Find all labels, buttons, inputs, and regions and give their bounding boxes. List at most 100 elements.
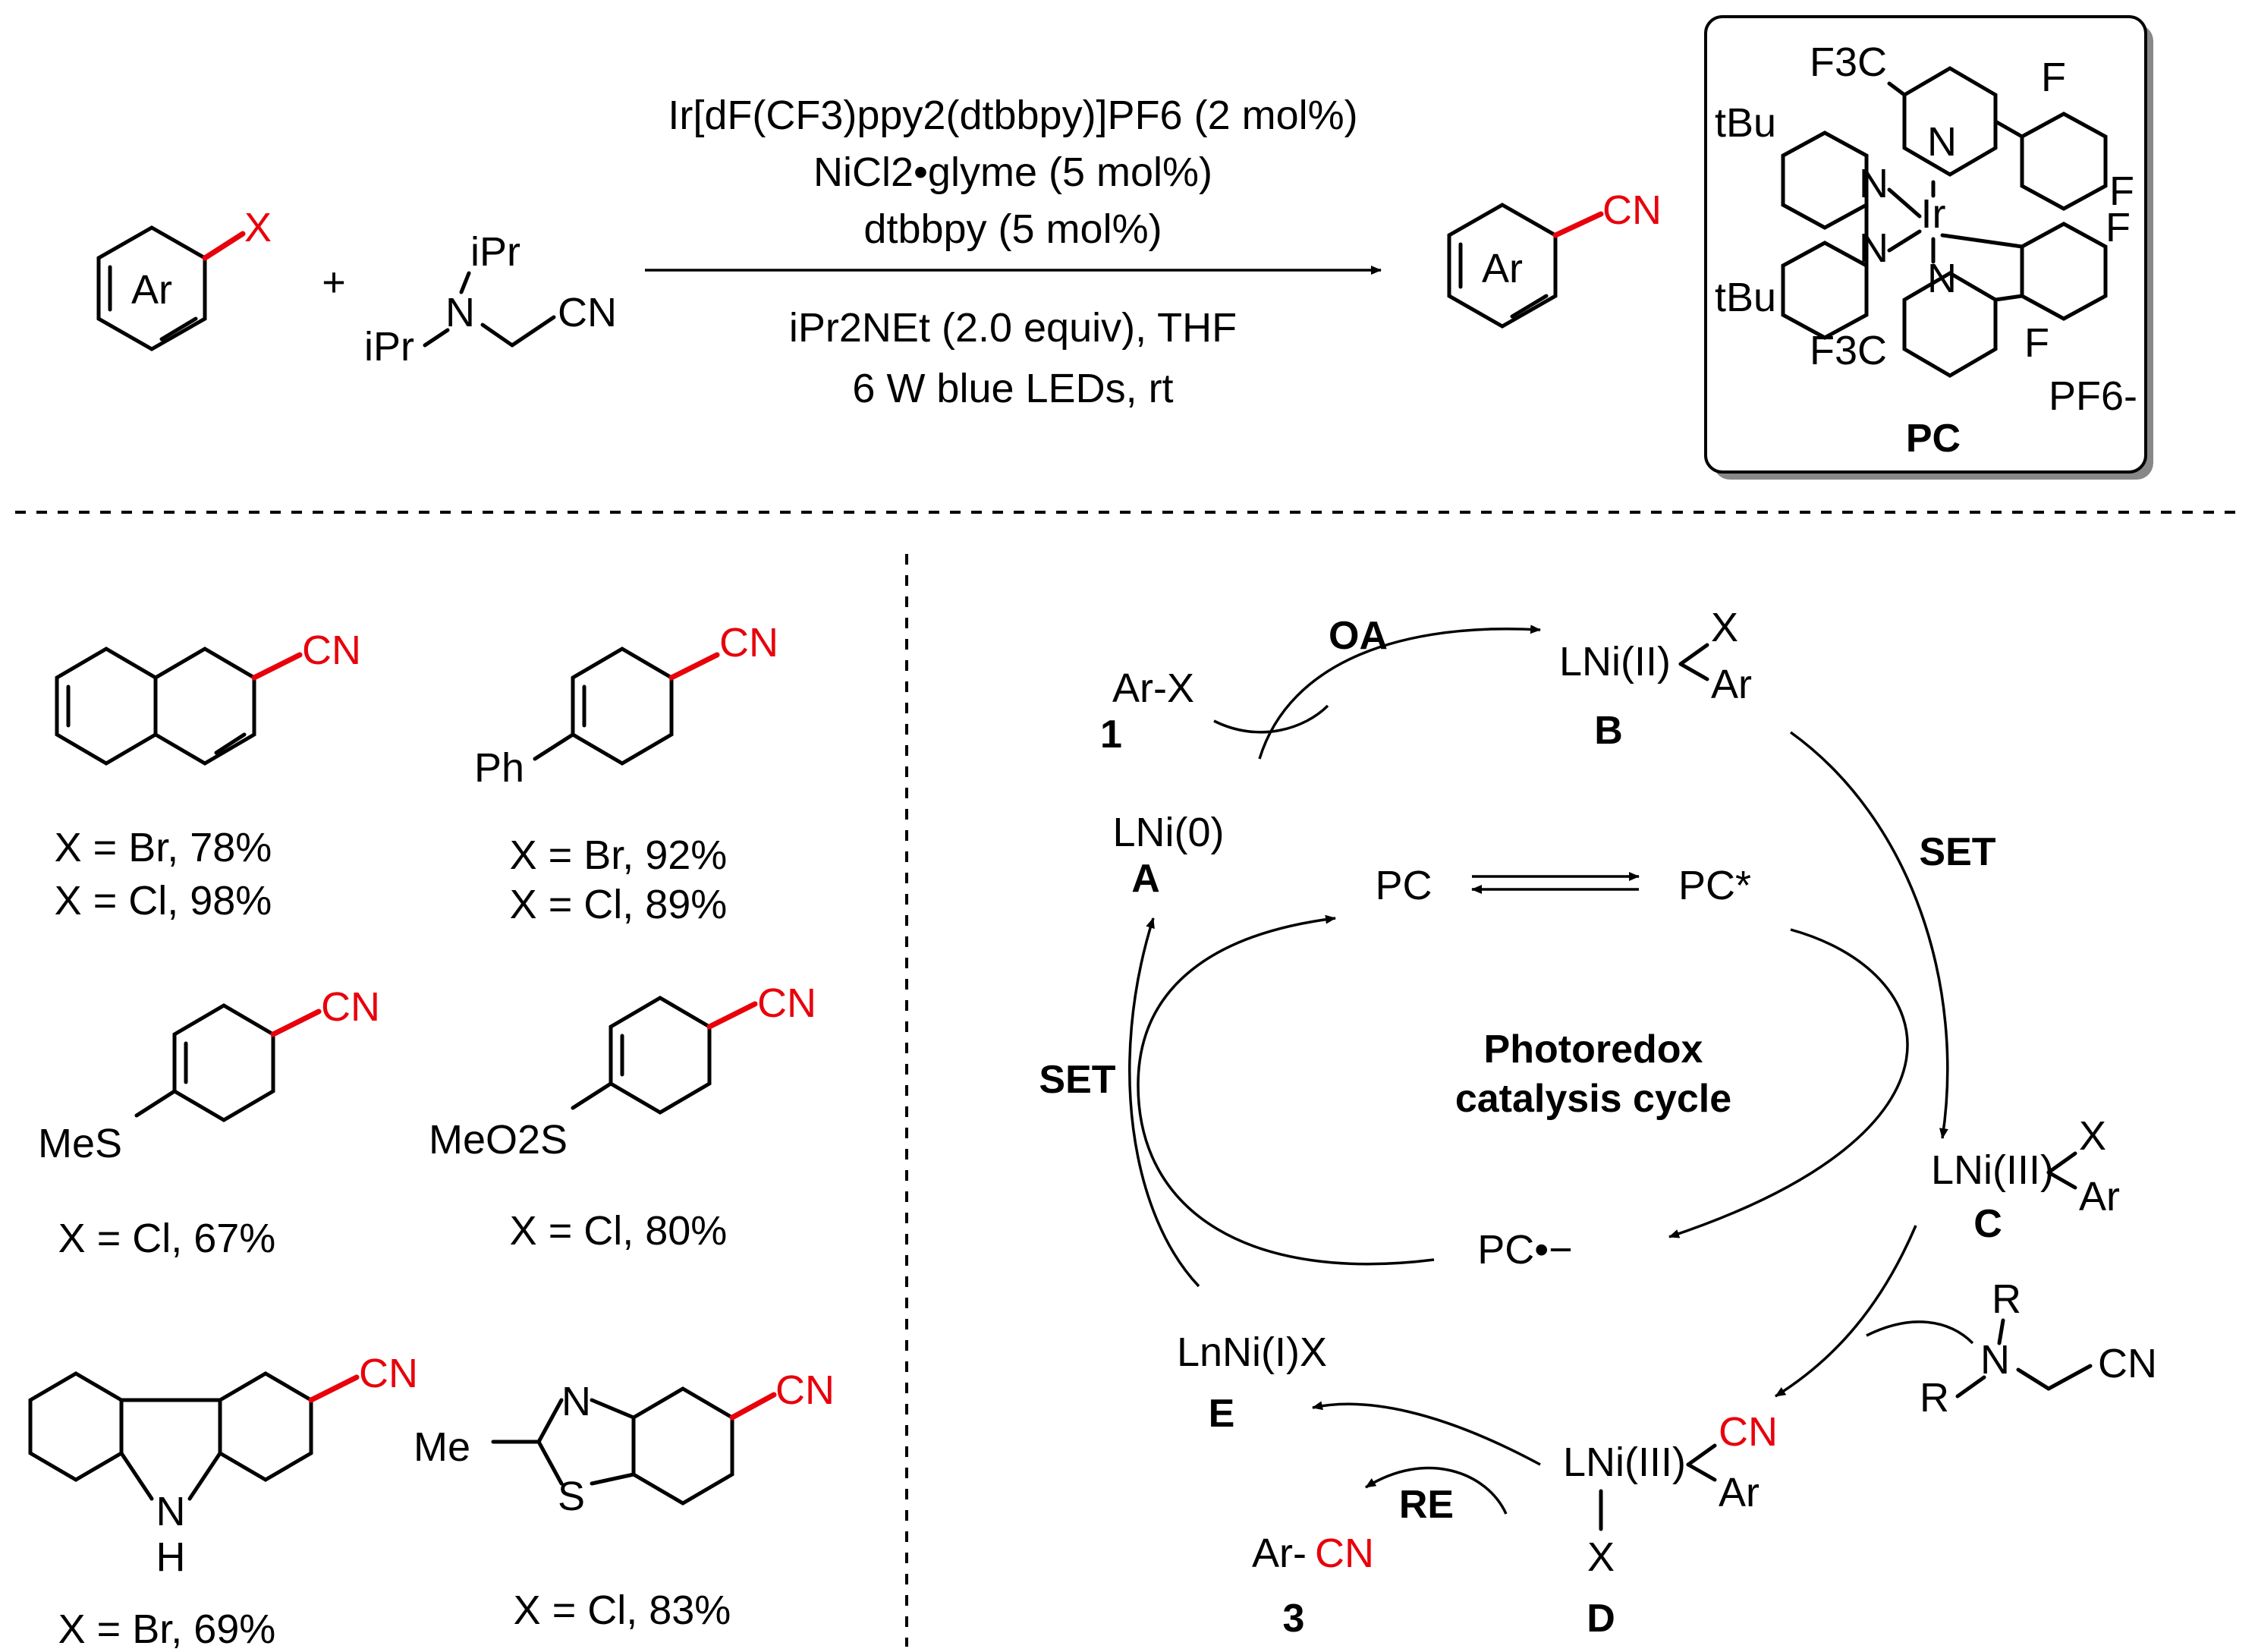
product-cn: CN bbox=[1315, 1531, 1374, 1576]
substrate-biphenyl: CN Ph X = Br, 92% X = Cl, 89% bbox=[474, 620, 778, 927]
a-formula: LNi(0) bbox=[1112, 810, 1224, 855]
reactant-aryl-halide: Ar X bbox=[96, 205, 272, 351]
e-formula: LnNi(I)X bbox=[1177, 1329, 1327, 1375]
arx-entry-arrow bbox=[1213, 704, 1329, 734]
product-ar-label: Ar bbox=[1482, 246, 1523, 291]
substrate-4-yield: X = Cl, 80% bbox=[510, 1208, 728, 1254]
reactant-amine: iPr N iPr CN bbox=[364, 229, 617, 370]
substrate-5-yield: X = Br, 69% bbox=[58, 1606, 276, 1652]
b-x: X bbox=[1711, 605, 1738, 650]
substrate-benzothiazole: CN N S Me X = Cl, 83% bbox=[414, 1367, 835, 1633]
f-upper-1: F bbox=[2041, 55, 2066, 100]
oa-arrow bbox=[1258, 625, 1541, 760]
cf3-bottom: F3C bbox=[1810, 328, 1887, 373]
product-number: 3 bbox=[1283, 1597, 1305, 1641]
cycle-amine-r-left: R bbox=[1920, 1375, 1949, 1421]
substrate-3-cn: CN bbox=[321, 984, 380, 1030]
d-ar: Ar bbox=[1719, 1470, 1760, 1515]
reaction-conditions: Ir[dF(CF3)ppy2(dtbbpy)]PF6 (2 mol%) NiCl… bbox=[645, 93, 1382, 411]
substrate-2-ph: Ph bbox=[474, 745, 524, 791]
amine-ipr-left: iPr bbox=[364, 324, 414, 370]
substrate-6-s: S bbox=[558, 1474, 585, 1519]
re-label: RE bbox=[1399, 1483, 1454, 1527]
substrate-6-n: N bbox=[561, 1379, 591, 1424]
set-right-label: SET bbox=[1919, 830, 1995, 874]
cf3-top: F3C bbox=[1810, 39, 1887, 85]
set-right-arrow bbox=[1789, 731, 1949, 1139]
d-label: D bbox=[1587, 1597, 1615, 1641]
a-label: A bbox=[1131, 857, 1160, 901]
amine-n: N bbox=[445, 290, 475, 335]
center-label-line1: Photoredox bbox=[1484, 1027, 1703, 1071]
f-lower-1: F bbox=[2105, 205, 2131, 250]
f-upper-2: F bbox=[2109, 168, 2134, 214]
substrate-5-nh-n: N bbox=[156, 1489, 186, 1534]
substrate-carbazole: CN N H X = Br, 69% bbox=[28, 1351, 418, 1652]
b-ar: Ar bbox=[1711, 662, 1752, 707]
catalytic-cycle: OA Ar-X 1 LNi(II) X Ar B SET LNi(0) A PC… bbox=[1039, 605, 2157, 1641]
oa-label: OA bbox=[1329, 614, 1388, 658]
product-aryl-nitrile: Ar CN bbox=[1447, 187, 1662, 329]
center-label-line2: catalysis cycle bbox=[1455, 1077, 1731, 1121]
condition-3: dtbbpy (5 mol%) bbox=[863, 206, 1162, 252]
set-left-arrow bbox=[1128, 917, 1200, 1288]
substrate-1-yield-cl: X = Cl, 98% bbox=[55, 878, 272, 924]
substrate-2-yield-br: X = Br, 92% bbox=[510, 832, 728, 878]
arx-label: Ar-X bbox=[1112, 666, 1194, 711]
n-upper: N bbox=[1927, 119, 1957, 165]
n-bpy-1: N bbox=[1859, 161, 1888, 206]
cycle-amine-cn: CN bbox=[2098, 1341, 2157, 1386]
amine-ipr-top: iPr bbox=[470, 229, 520, 275]
arx-number: 1 bbox=[1100, 713, 1122, 757]
pc-anion-label: PC•− bbox=[1477, 1227, 1572, 1273]
substrate-6-yield: X = Cl, 83% bbox=[514, 1587, 731, 1633]
ir-complex-structure: Ir F3C N F F tBu tBu N N N F bbox=[1715, 39, 2134, 378]
substrate-3-yield: X = Cl, 67% bbox=[58, 1216, 276, 1261]
condition-1: Ir[dF(CF3)ppy2(dtbbpy)]PF6 (2 mol%) bbox=[668, 93, 1357, 138]
cycle-amine-n: N bbox=[1980, 1337, 2010, 1383]
substrate-4-cn: CN bbox=[757, 980, 816, 1026]
b-formula: LNi(II) bbox=[1559, 639, 1671, 684]
pc-star-label: PC* bbox=[1678, 863, 1751, 908]
set-left-label: SET bbox=[1039, 1058, 1115, 1102]
c-label: C bbox=[1973, 1202, 2002, 1246]
substrate-5-cn: CN bbox=[359, 1351, 418, 1396]
product-cn-label: CN bbox=[1602, 187, 1662, 233]
substrate-naphthyl: CN X = Br, 78% X = Cl, 98% bbox=[55, 628, 361, 924]
substrate-2-yield-cl: X = Cl, 89% bbox=[510, 882, 728, 927]
plus-sign: + bbox=[322, 260, 346, 305]
substrate-4-meo2s: MeO2S bbox=[429, 1117, 568, 1163]
condition-2: NiCl2•glyme (5 mol%) bbox=[813, 149, 1212, 195]
substrate-3-mes: MeS bbox=[38, 1121, 122, 1166]
tbu-bottom: tBu bbox=[1715, 275, 1776, 320]
substrate-5-nh-h: H bbox=[156, 1534, 186, 1580]
reactant-x-label: X bbox=[244, 205, 272, 250]
substrate-6-me: Me bbox=[414, 1424, 470, 1470]
tbu-top: tBu bbox=[1715, 100, 1776, 146]
condition-5: 6 W blue LEDs, rt bbox=[852, 366, 1173, 411]
d-formula: LNi(III) bbox=[1563, 1440, 1686, 1485]
c-x: X bbox=[2079, 1113, 2106, 1159]
n-bpy-2: N bbox=[1859, 225, 1888, 271]
c-formula: LNi(III) bbox=[1931, 1147, 2054, 1193]
b-label: B bbox=[1594, 709, 1623, 753]
substrate-6-cn: CN bbox=[775, 1367, 835, 1413]
catalyst-counterion: PF6- bbox=[2049, 373, 2137, 419]
amine-entry-arrow bbox=[1866, 1320, 1974, 1345]
substrate-methylsulfonyl: CN MeO2S X = Cl, 80% bbox=[429, 980, 816, 1254]
product-release-arrow bbox=[1365, 1466, 1508, 1515]
pc-anion-to-pc-arrow bbox=[1137, 914, 1435, 1266]
condition-4: iPr2NEt (2.0 equiv), THF bbox=[789, 305, 1237, 351]
e-label: E bbox=[1209, 1392, 1235, 1436]
c-ar: Ar bbox=[2079, 1174, 2120, 1219]
pc-star-to-anion-arrow bbox=[1668, 928, 1909, 1238]
catalyst-label: PC bbox=[1906, 417, 1961, 461]
d-cn: CN bbox=[1719, 1409, 1778, 1455]
catalyst-box: Ir F3C N F F tBu tBu N N N F bbox=[1704, 15, 2153, 480]
cycle-amine: R N R CN bbox=[1920, 1276, 2157, 1421]
d-x: X bbox=[1587, 1534, 1615, 1580]
substrate-1-yield-br: X = Br, 78% bbox=[55, 825, 272, 870]
d-to-e-arrow bbox=[1312, 1401, 1541, 1466]
substrate-methylthio: CN MeS X = Cl, 67% bbox=[38, 984, 380, 1261]
